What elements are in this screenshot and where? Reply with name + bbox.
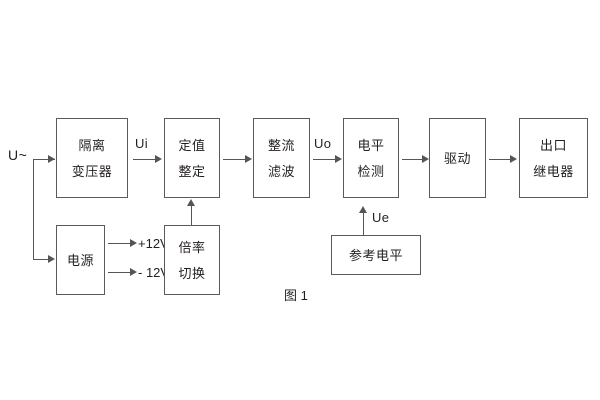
block-driver[interactable]: 驱动 [429, 118, 486, 198]
wire-level-detect-to-driver [402, 159, 422, 160]
block-multiplier-switch[interactable]: 倍率 切换 [164, 225, 220, 295]
arrow-into-setpoint [155, 155, 162, 163]
block-line: 电平 [357, 137, 385, 153]
block-setpoint-adjust[interactable]: 定值 整定 [164, 118, 220, 198]
wire-setpoint-to-rectify [223, 159, 245, 160]
block-line: 整定 [178, 163, 206, 179]
arrow-into-level-detect-bottom [359, 206, 367, 213]
block-line: 倍率 [178, 239, 206, 255]
block-level-detect[interactable]: 电平 检测 [343, 118, 399, 198]
signal-label-ui: Ui [135, 136, 148, 151]
rail-label-positive: +12V [138, 236, 169, 251]
wire-multiplier-to-setpoint [191, 205, 192, 225]
wire-source-bus-vertical [33, 159, 34, 259]
block-rectify-filter[interactable]: 整流 滤波 [253, 118, 310, 198]
arrow-into-power-supply [48, 255, 55, 263]
block-reference-level[interactable]: 参考电平 [331, 235, 421, 275]
block-line: 切换 [178, 265, 206, 281]
signal-label-ue: Ue [372, 210, 390, 225]
arrow-into-transformer [48, 155, 55, 163]
arrow-into-driver [422, 155, 429, 163]
arrow-into-rectify [245, 155, 252, 163]
block-line: 滤波 [267, 163, 295, 179]
wire-driver-to-output-relay [489, 159, 510, 160]
figure-caption: 图 1 [284, 288, 308, 303]
wire-reference-to-level-detect [363, 212, 364, 235]
rail-label-negative: - 12V [138, 265, 170, 280]
block-line: 定值 [178, 137, 206, 153]
block-line: 变压器 [71, 163, 113, 179]
signal-label-uo: Uo [314, 136, 332, 151]
block-output-relay[interactable]: 出口 继电器 [519, 118, 588, 198]
wire-bus-to-power-supply [33, 259, 48, 260]
block-line: 继电器 [533, 163, 574, 179]
wire-rectify-to-level-detect [313, 159, 335, 160]
wire-power-supply-negative-rail [108, 272, 130, 273]
block-line: 出口 [539, 137, 567, 153]
block-line: 参考电平 [348, 247, 403, 263]
block-power-supply[interactable]: 电源 [56, 225, 105, 295]
block-line: 电源 [66, 252, 94, 268]
wire-power-supply-positive-rail [108, 243, 130, 244]
arrow-into-setpoint-bottom [187, 199, 195, 206]
block-line: 隔离 [78, 137, 106, 153]
block-isolation-transformer[interactable]: 隔离 变压器 [56, 118, 128, 198]
source-voltage-label: U~ [8, 147, 28, 163]
arrow-positive-rail [130, 239, 137, 247]
block-line: 整流 [267, 137, 295, 153]
arrow-into-level-detect [335, 155, 342, 163]
wire-transformer-to-setpoint [133, 159, 155, 160]
arrow-into-output-relay [510, 155, 517, 163]
block-line: 驱动 [443, 150, 471, 166]
wire-bus-to-transformer [33, 159, 48, 160]
block-line: 检测 [357, 163, 385, 179]
arrow-negative-rail [130, 268, 137, 276]
